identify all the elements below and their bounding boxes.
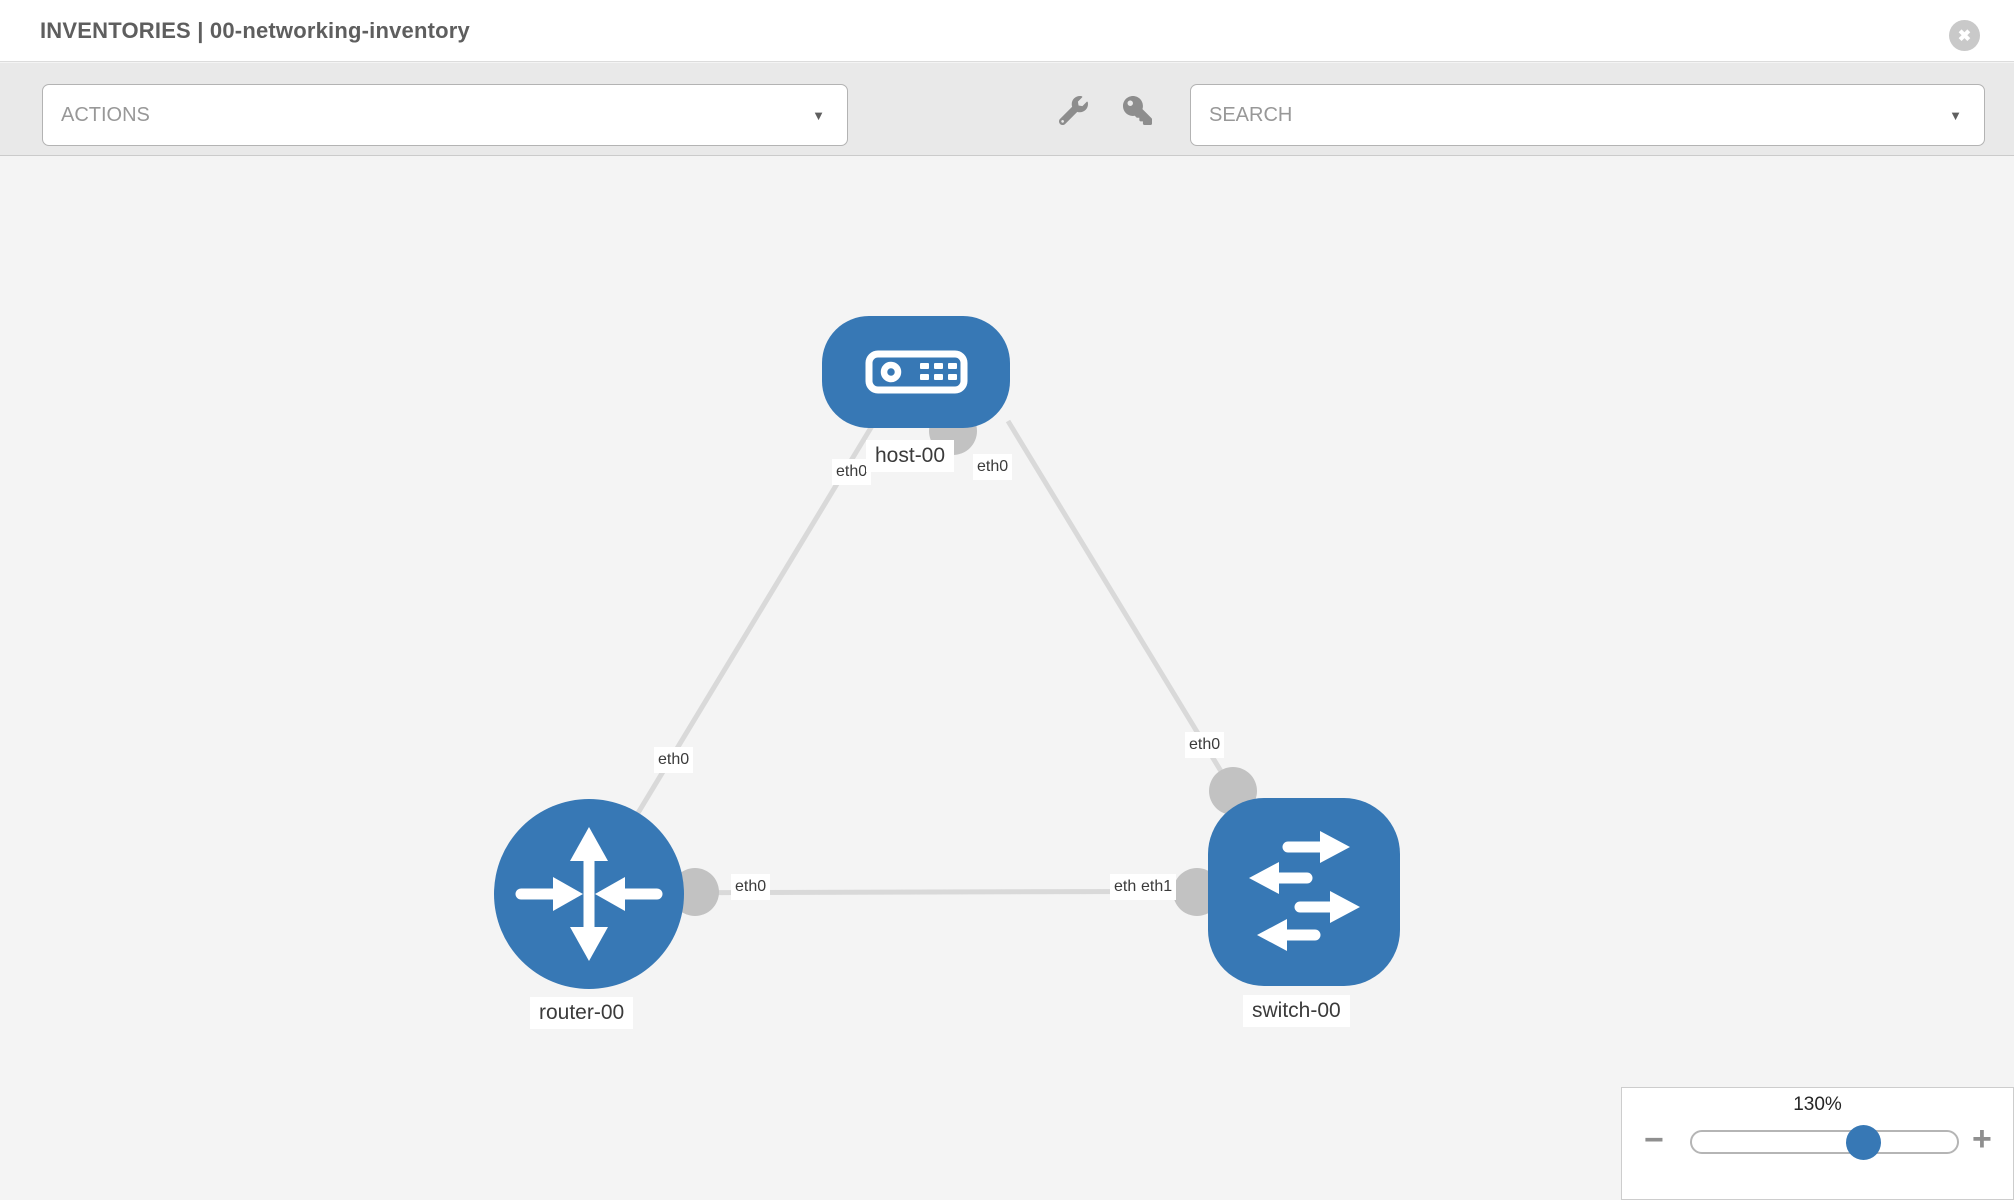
topology-svg[interactable] <box>0 157 2014 1200</box>
node-host-00[interactable] <box>822 316 1010 428</box>
close-button[interactable]: ✖ <box>1949 20 1980 51</box>
chevron-down-icon: ▼ <box>812 108 825 123</box>
zoom-slider-track[interactable] <box>1690 1130 1959 1154</box>
key-icon <box>1122 95 1152 125</box>
key-button[interactable] <box>1120 93 1154 127</box>
close-icon: ✖ <box>1957 27 1972 45</box>
zoom-out-button[interactable]: − <box>1644 1123 1664 1157</box>
page-header: INVENTORIES | 00-networking-inventory ✖ <box>0 0 2014 62</box>
page-title: INVENTORIES | 00-networking-inventory <box>40 17 470 43</box>
switch-icon <box>1249 831 1360 951</box>
zoom-in-button[interactable]: + <box>1972 1122 1992 1156</box>
node-switch-00[interactable] <box>1208 798 1400 986</box>
actions-dropdown-value: ACTIONS <box>61 104 150 126</box>
wrench-button[interactable] <box>1056 93 1090 127</box>
node-router-00[interactable] <box>494 799 684 989</box>
minus-icon: − <box>1644 1121 1664 1159</box>
host-icon <box>865 350 968 394</box>
search-dropdown[interactable]: SEARCH ▼ <box>1190 84 1985 146</box>
toolbar: ACTIONS ▼ SEARCH ▼ <box>0 63 2014 156</box>
zoom-panel: 130% − + <box>1621 1087 2014 1200</box>
zoom-slider-thumb[interactable] <box>1846 1125 1881 1160</box>
search-dropdown-value: SEARCH <box>1209 104 1293 126</box>
actions-dropdown[interactable]: ACTIONS ▼ <box>42 84 848 146</box>
chevron-down-icon: ▼ <box>1949 108 1962 123</box>
plus-icon: + <box>1972 1120 1992 1158</box>
router-icon <box>515 827 663 961</box>
zoom-level-readout: 130% <box>1793 1094 1842 1115</box>
topology-canvas[interactable] <box>0 157 2014 1200</box>
wrench-icon <box>1058 95 1088 125</box>
link-host-switch[interactable] <box>1005 419 1236 793</box>
